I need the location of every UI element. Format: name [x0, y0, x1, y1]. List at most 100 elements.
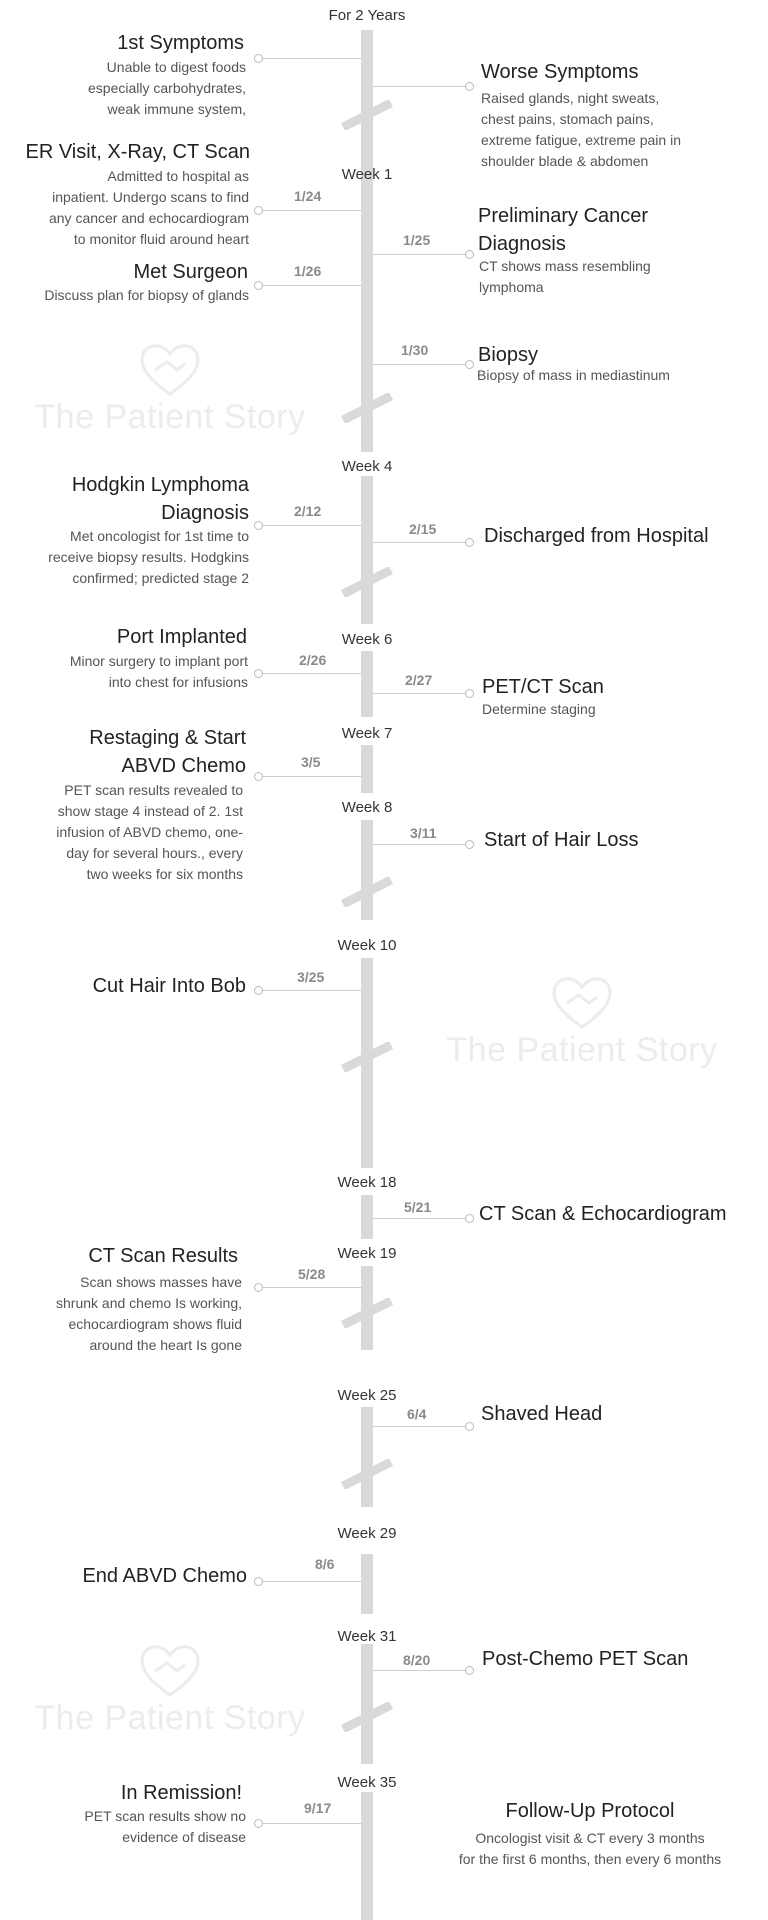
watermark-2: The Patient Story: [432, 973, 732, 1070]
watermark-3: The Patient Story: [20, 1641, 320, 1738]
timeline-break-icon: [340, 100, 394, 130]
event-date: 5/28: [298, 1266, 326, 1282]
connector-line: [373, 86, 468, 87]
timeline-break-icon: [340, 1298, 394, 1328]
event-date: 8/6: [315, 1556, 335, 1572]
spine-segment: [361, 1792, 373, 1920]
heart-hands-icon: [140, 1645, 200, 1697]
event-title: Port Implanted: [116, 626, 247, 648]
event-title: In Remission!: [120, 1782, 242, 1804]
event-date: 3/11: [410, 825, 437, 841]
event-description: Raised glands, night sweats,chest pains,…: [481, 90, 681, 169]
event-title: ER Visit, X-Ray, CT Scan: [25, 141, 250, 163]
watermark-text: The Patient Story: [34, 1699, 306, 1737]
connector-line: [373, 364, 468, 365]
event-description: Biopsy of mass in mediastinum: [477, 367, 670, 383]
event-description: Determine staging: [482, 701, 596, 717]
week-label: Week 35: [337, 1774, 397, 1791]
spine-segment: [361, 1407, 373, 1507]
connector-line: [258, 210, 362, 211]
timeline-break-icon: [340, 877, 394, 907]
connector-dot: [254, 1819, 263, 1828]
spine-segment: [361, 180, 373, 452]
event-date: 2/27: [405, 672, 433, 688]
event-date: 1/24: [294, 188, 322, 204]
event-title: 1st Symptoms: [117, 32, 244, 54]
week-label: Week 29: [337, 1525, 397, 1542]
connector-dot: [254, 986, 263, 995]
connector-dot: [465, 1214, 474, 1223]
connector-line: [373, 254, 468, 255]
timeline-break-icon: [340, 393, 394, 423]
event-date: 9/17: [304, 1800, 332, 1816]
event-title: Start of Hair Loss: [484, 829, 639, 851]
connector-dot: [465, 538, 474, 547]
connector-line: [373, 844, 468, 845]
week-label: Week 4: [341, 458, 393, 475]
event-title: CT Scan Results: [88, 1245, 238, 1267]
event-date: 2/15: [409, 521, 437, 537]
connector-line: [373, 1426, 468, 1427]
connector-line: [258, 1823, 362, 1824]
timeline-break-icon: [340, 1042, 394, 1072]
event-title: Follow-Up Protocol: [505, 1800, 675, 1822]
event-title: Discharged from Hospital: [484, 525, 709, 547]
connector-line: [373, 1670, 468, 1671]
timeline-break-icon: [340, 1702, 394, 1732]
week-label: Week 19: [337, 1245, 397, 1262]
event-date: 1/30: [401, 342, 429, 358]
connector-dot: [465, 360, 474, 369]
connector-dot: [465, 1666, 474, 1675]
connector-dot: [254, 281, 263, 290]
connector-dot: [254, 206, 263, 215]
connector-line: [258, 1581, 362, 1582]
connector-dot: [254, 521, 263, 530]
week-label: Week 8: [341, 799, 393, 816]
connector-line: [258, 58, 362, 59]
connector-dot: [254, 772, 263, 781]
event-title: Worse Symptoms: [481, 61, 639, 83]
connector-dot: [465, 250, 474, 259]
spine-segment: [361, 651, 373, 717]
event-title: Cut Hair Into Bob: [92, 975, 246, 997]
event-title: PET/CT Scan: [482, 676, 604, 698]
connector-line: [258, 285, 362, 286]
connector-dot: [465, 840, 474, 849]
connector-line: [258, 776, 362, 777]
event-date: 2/26: [299, 652, 327, 668]
watermark-text: The Patient Story: [34, 398, 306, 436]
connector-line: [258, 990, 362, 991]
event-date: 8/20: [403, 1652, 431, 1668]
period-label: For 2 Years: [328, 7, 406, 24]
connector-dot: [465, 82, 474, 91]
spine-segment: [361, 476, 373, 624]
connector-line: [258, 673, 362, 674]
week-label: Week 31: [337, 1628, 397, 1645]
spine-segment: [361, 1554, 373, 1614]
connector-dot: [254, 1577, 263, 1586]
connector-dot: [465, 1422, 474, 1431]
connector-dot: [254, 669, 263, 678]
week-label: Week 1: [341, 166, 393, 183]
watermark-text: The Patient Story: [446, 1031, 718, 1069]
connector-dot: [465, 689, 474, 698]
timeline-break-icon: [340, 567, 394, 597]
week-label: Week 6: [341, 631, 393, 648]
event-description: Discuss plan for biopsy of glands: [44, 287, 249, 303]
event-date: 6/4: [407, 1406, 427, 1422]
spine-segment: [361, 745, 373, 793]
heart-hands-icon: [552, 977, 612, 1029]
event-title: Met Surgeon: [133, 261, 248, 283]
